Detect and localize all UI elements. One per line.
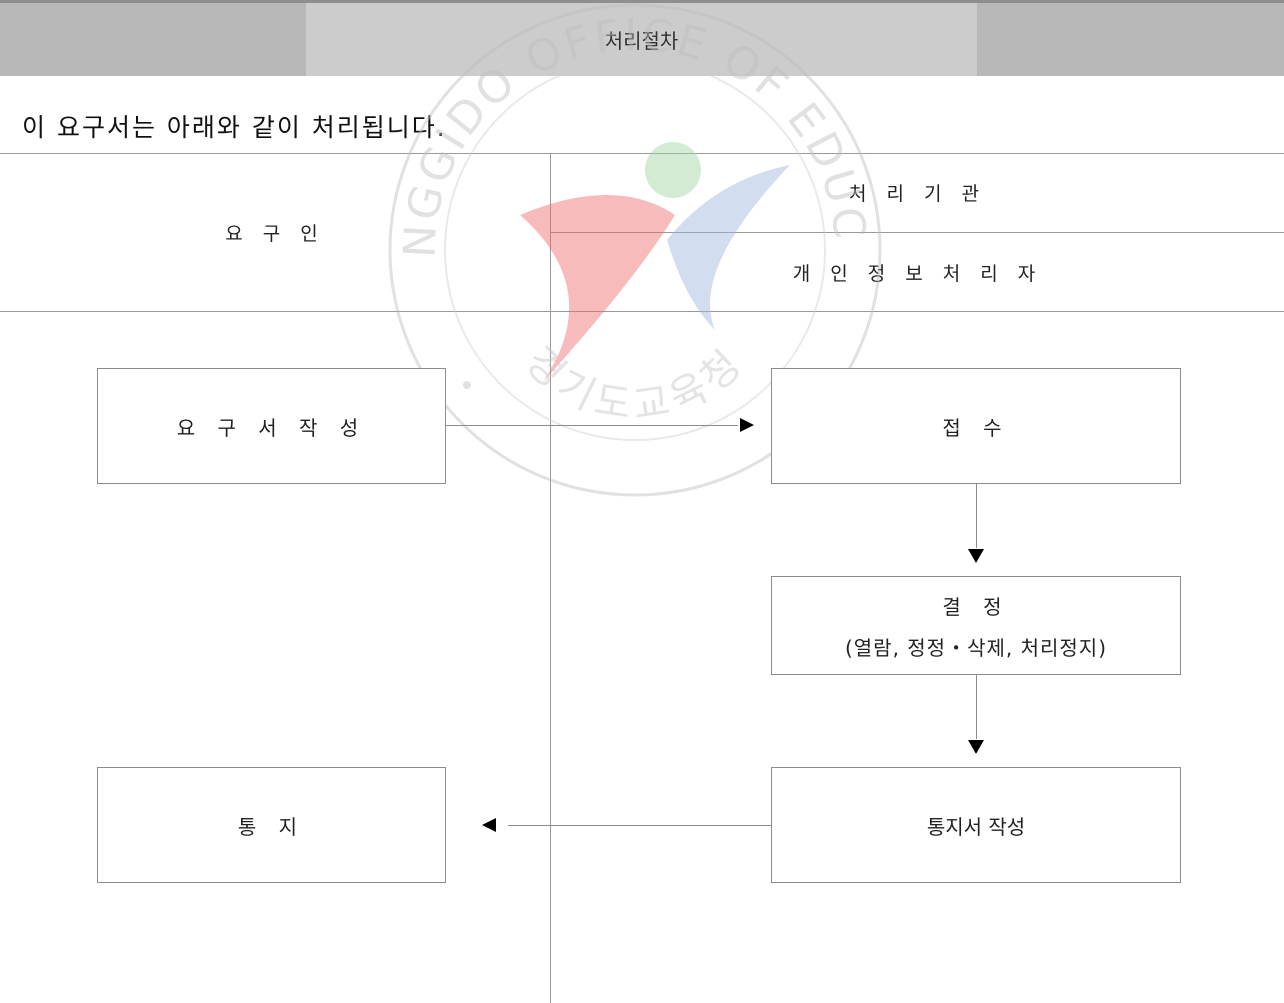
box-write-notice-label: 통지서 작성 [926, 814, 1026, 839]
column-header-processor: 개 인 정 보 처 리 자 [792, 262, 1043, 285]
arrow-line-decision-to-notice [976, 675, 977, 739]
arrow-line-request-to-receipt [446, 425, 738, 426]
arrow-line-notice-to-requester [508, 825, 771, 826]
arrow-line-receipt-to-decision [976, 484, 977, 548]
box-notice-label: 통 지 [237, 814, 306, 839]
column-header-requester: 요 구 인 [225, 222, 325, 245]
arrow-head-down-1 [968, 549, 984, 563]
box-decision: 결 정 (열람, 정정・삭제, 처리정지) [771, 576, 1181, 675]
arrow-head-down-2 [968, 740, 984, 754]
page-title: 처리절차 [306, 3, 977, 76]
box-receipt-label: 접 수 [942, 415, 1010, 440]
box-decision-detail: (열람, 정정・삭제, 처리정지) [844, 635, 1108, 660]
divider-top [0, 153, 1284, 154]
arrow-head-right [740, 418, 754, 432]
box-receipt: 접 수 [771, 368, 1181, 484]
divider-header [0, 311, 1284, 312]
box-notice: 통 지 [97, 767, 446, 883]
column-divider [550, 153, 551, 1003]
arrow-head-left [482, 818, 496, 832]
divider-agency [550, 232, 1284, 233]
box-decision-title: 결 정 [942, 594, 1010, 619]
box-write-request: 요 구 서 작 성 [97, 368, 446, 484]
box-write-notice: 통지서 작성 [771, 767, 1181, 883]
svg-text:경기도교육청: 경기도교육청 [516, 338, 755, 429]
column-header-agency: 처 리 기 관 [848, 183, 987, 205]
box-write-request-label: 요 구 서 작 성 [176, 415, 367, 440]
intro-text: 이 요구서는 아래와 같이 처리됩니다. [22, 113, 447, 142]
